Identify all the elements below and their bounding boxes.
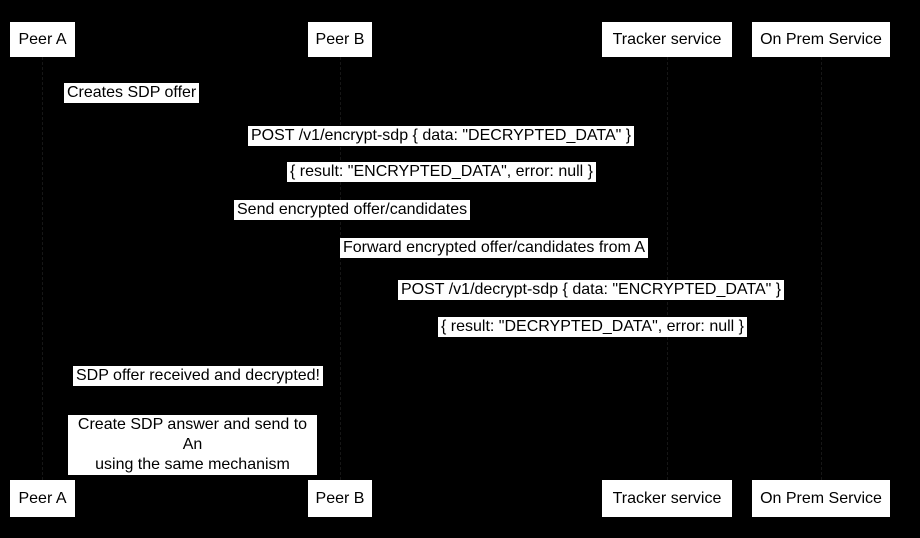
participant-label: Tracker service (612, 30, 722, 48)
message-forward-encrypted-offer: Forward encrypted offer/candidates from … (340, 238, 649, 258)
participant-box-tracker-service-top: Tracker service (602, 22, 732, 57)
participant-box-on-prem-service-bottom: On Prem Service (752, 480, 890, 517)
note-create-sdp-answer: Create SDP answer and send to An using t… (68, 415, 317, 475)
message-creates-sdp-offer: Creates SDP offer (64, 83, 200, 103)
participant-label: On Prem Service (760, 30, 882, 48)
participant-box-peer-b-top: Peer B (308, 22, 372, 57)
participant-label: Tracker service (612, 489, 722, 507)
participant-box-peer-a-top: Peer A (10, 22, 75, 57)
message-send-encrypted-offer: Send encrypted offer/candidates (234, 200, 471, 220)
participant-label: Peer B (315, 30, 365, 48)
message-post-encrypt-sdp: POST /v1/encrypt-sdp { data: "DECRYPTED_… (248, 126, 635, 146)
message-post-decrypt-sdp: POST /v1/decrypt-sdp { data: "ENCRYPTED_… (398, 280, 785, 300)
message-result-decrypted-data: { result: "DECRYPTED_DATA", error: null … (438, 317, 748, 337)
message-sdp-offer-received: SDP offer received and decrypted! (73, 366, 323, 386)
participant-label: Peer A (18, 489, 67, 507)
participant-label: Peer B (315, 489, 365, 507)
participant-label: On Prem Service (760, 489, 882, 507)
note-line-2: using the same mechanism (95, 456, 290, 473)
lifeline-tracker-service (667, 57, 668, 480)
participant-box-on-prem-service-top: On Prem Service (752, 22, 890, 57)
participant-box-peer-b-bottom: Peer B (308, 480, 372, 517)
message-result-encrypted-data: { result: "ENCRYPTED_DATA", error: null … (287, 162, 597, 182)
lifeline-peer-b (340, 57, 341, 480)
note-line-1: Create SDP answer and send to An (77, 416, 308, 453)
participant-box-peer-a-bottom: Peer A (10, 480, 75, 517)
participant-label: Peer A (18, 30, 67, 48)
lifeline-on-prem-service (821, 57, 822, 480)
participant-box-tracker-service-bottom: Tracker service (602, 480, 732, 517)
lifeline-peer-a (42, 57, 43, 480)
